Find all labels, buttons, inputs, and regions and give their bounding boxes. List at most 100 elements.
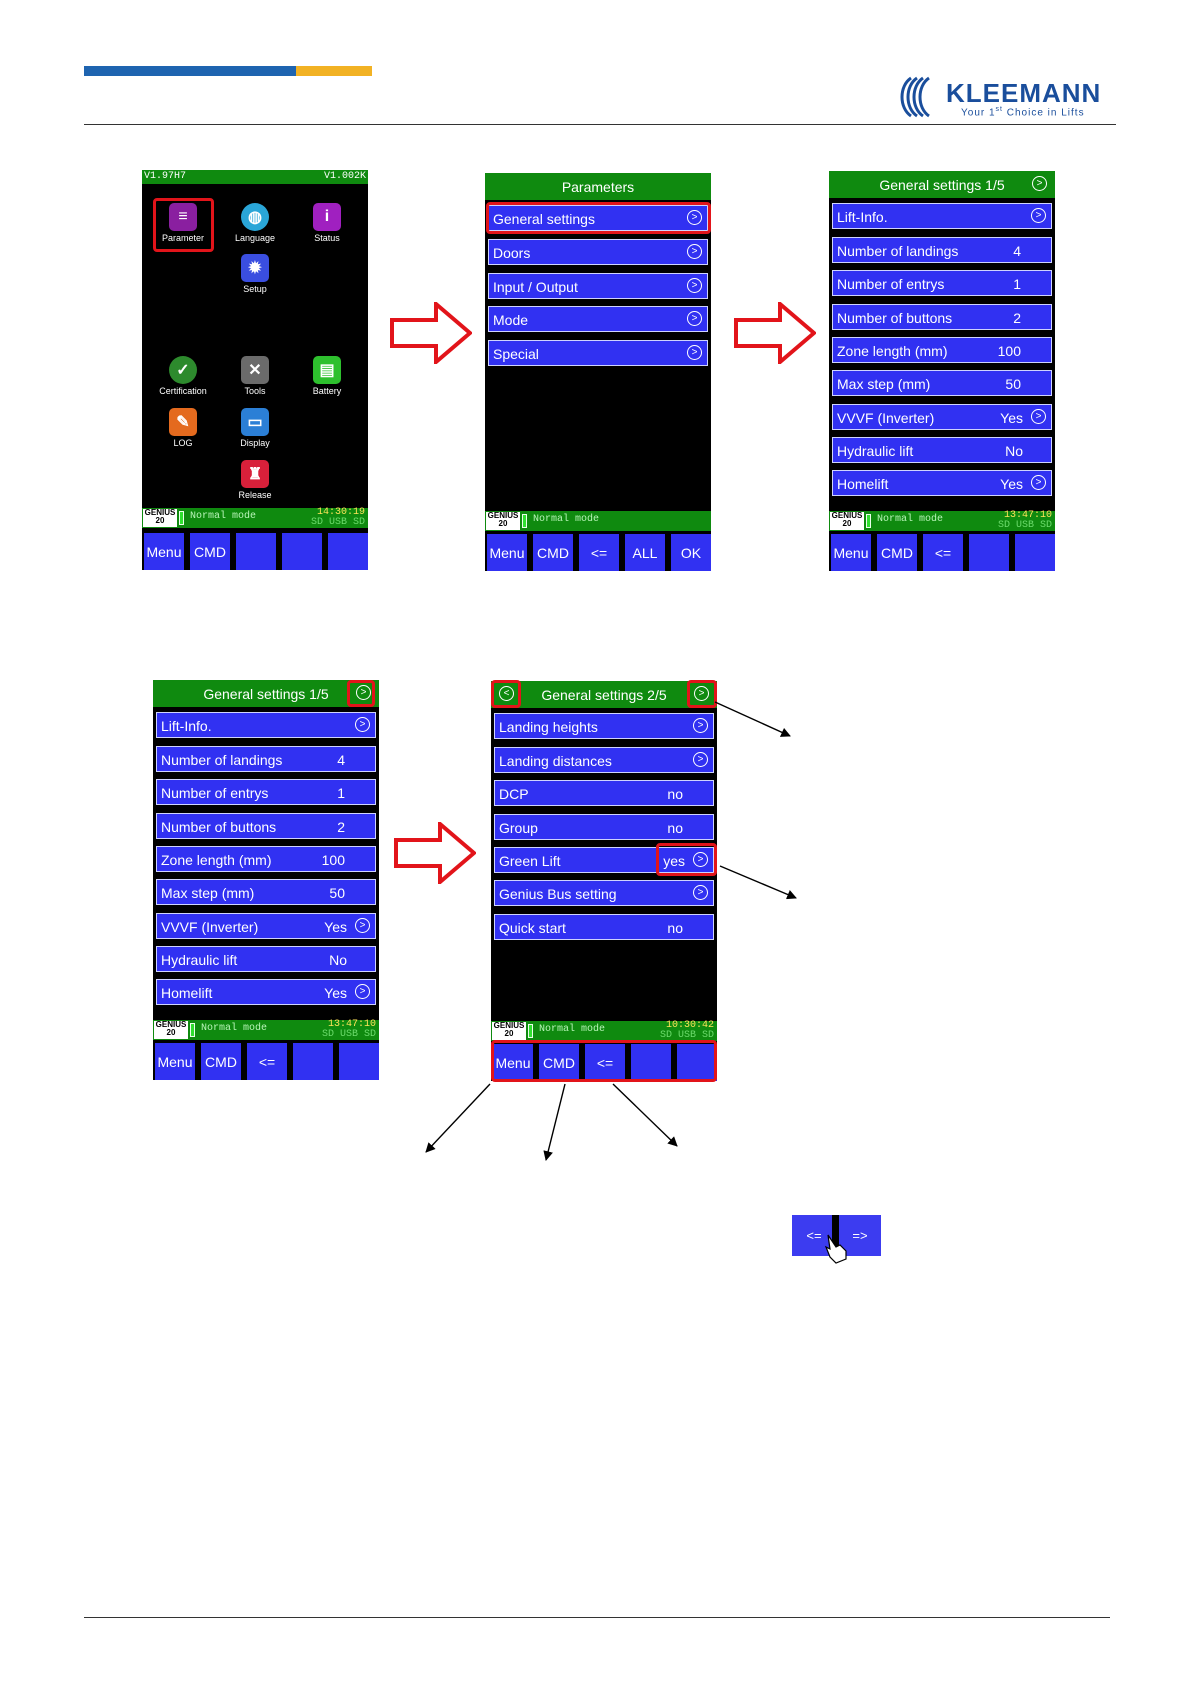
nav-swipe-widget[interactable]: <= => [792,1215,881,1264]
highlight-prev-page [491,680,521,708]
menu-item-special[interactable]: Special> [488,340,708,366]
next-page-icon[interactable]: > [694,686,709,701]
log-icon: ✎ [169,408,197,436]
hand-pointer-icon [824,1234,847,1264]
cmd-button[interactable]: CMD [877,534,917,571]
soft-button-5[interactable] [339,1043,379,1080]
soft-button-4[interactable] [969,534,1009,571]
parameters-title: Parameters [485,173,711,200]
app-release[interactable]: ♜ Release [225,460,285,500]
app-log[interactable]: ✎ LOG [153,408,213,448]
setting-zone-length[interactable]: Zone length (mm)100 [832,337,1052,363]
setting-vvvf[interactable]: VVVF (Inverter)Yes> [832,404,1052,430]
setting-zone-length[interactable]: Zone length (mm)100 [156,846,376,872]
flow-arrow-3 [394,822,476,884]
nav-left-button[interactable]: <= [806,1228,822,1243]
chevron-right-icon: > [355,717,370,732]
all-button[interactable]: ALL [625,534,665,571]
brand-name: KLEEMANN [946,78,1102,108]
monitor-icon: ▭ [241,408,269,436]
setting-lift-info[interactable]: Lift-Info.> [832,203,1052,229]
cmd-button[interactable]: CMD [539,1044,579,1081]
setting-landing-heights[interactable]: Landing heights> [494,713,714,739]
menu-button[interactable]: Menu [155,1043,195,1080]
soft-button-4[interactable] [631,1044,671,1081]
back-button[interactable]: <= [923,534,963,571]
setting-max-step[interactable]: Max step (mm)50 [832,370,1052,396]
menu-button[interactable]: Menu [144,533,184,570]
battery-indicator-icon [190,1023,195,1037]
prev-page-icon[interactable]: < [499,686,514,701]
app-setup[interactable]: ✹ Setup [225,254,285,294]
sliders-icon: ≡ [169,203,197,231]
cmd-button[interactable]: CMD [533,534,573,571]
back-button[interactable]: <= [579,534,619,571]
soft-button-5[interactable] [1015,534,1055,571]
callout-arrow-menu [425,1083,491,1153]
gear-icon: ✹ [241,254,269,282]
app-parameter[interactable]: ≡ Parameter [153,203,213,243]
soft-button-5[interactable] [328,533,368,570]
nav-right-button[interactable]: => [852,1228,868,1243]
menu-item-general-settings[interactable]: General settings> [488,205,708,231]
setting-lift-info[interactable]: Lift-Info.> [156,712,376,738]
app-status[interactable]: i Status [297,203,357,243]
app-certification[interactable]: ✓ Certification [153,356,213,396]
app-tools[interactable]: ✕ Tools [225,356,285,396]
setting-vvvf[interactable]: VVVF (Inverter)Yes> [156,913,376,939]
menu-item-mode[interactable]: Mode> [488,306,708,332]
soft-button-4[interactable] [293,1043,333,1080]
home-screen: V1.97H7 V1.002K ≡ Parameter ◍ Language i… [142,170,368,570]
battery-icon: ▤ [313,356,341,384]
app-battery[interactable]: ▤ Battery [297,356,357,396]
menu-item-doors[interactable]: Doors> [488,239,708,265]
app-display[interactable]: ▭ Display [225,408,285,448]
general-settings-1-screen-b: General settings 1/5> Lift-Info.> Number… [153,680,379,1080]
gs1b-title: General settings 1/5> [153,680,379,707]
next-page-icon[interactable]: > [1032,176,1047,191]
flow-arrow-2 [734,302,816,364]
setting-max-step[interactable]: Max step (mm)50 [156,879,376,905]
app-language[interactable]: ◍ Language [225,203,285,243]
release-icon: ♜ [241,460,269,488]
setting-genius-bus[interactable]: Genius Bus setting> [494,880,714,906]
ok-button[interactable]: OK [671,534,711,571]
logo-mark-icon [900,76,930,118]
menu-button[interactable]: Menu [487,534,527,571]
nav-divider [832,1215,839,1256]
soft-button-3[interactable] [236,533,276,570]
back-button[interactable]: <= [247,1043,287,1080]
menu-button[interactable]: Menu [493,1044,533,1081]
menu-item-input-output[interactable]: Input / Output> [488,273,708,299]
header-accent-blue [84,66,296,76]
soft-button-5[interactable] [677,1044,717,1081]
setting-landing-distances[interactable]: Landing distances> [494,747,714,773]
next-page-icon[interactable]: > [356,685,371,700]
cmd-button[interactable]: CMD [201,1043,241,1080]
highlight-next-page [347,680,375,707]
back-button[interactable]: <= [585,1044,625,1081]
soft-button-4[interactable] [282,533,322,570]
version-left: V1.97H7 [144,171,187,182]
menu-button[interactable]: Menu [831,534,871,571]
chevron-right-icon: > [693,885,708,900]
cmd-button[interactable]: CMD [190,533,230,570]
